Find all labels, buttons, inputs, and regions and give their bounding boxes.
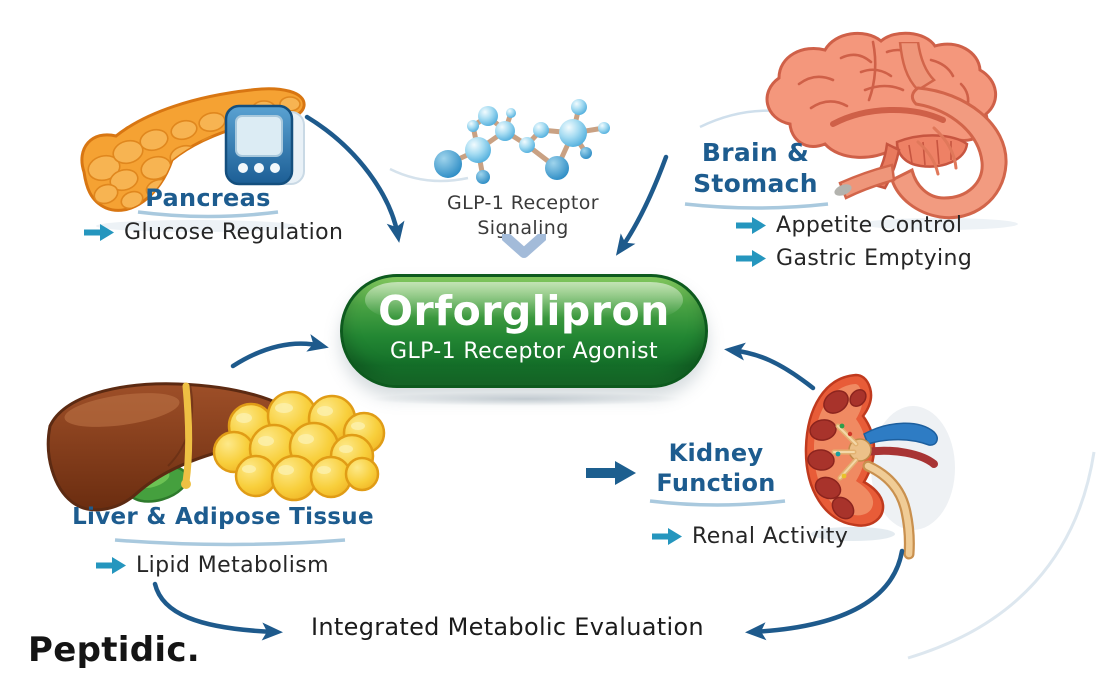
adipose-tissue-illustration xyxy=(212,390,386,502)
brand-logo: Peptidic. xyxy=(28,630,200,670)
gastric-emptying-label: Gastric Emptying xyxy=(776,246,973,271)
bullet-arrow-icon xyxy=(96,557,126,574)
bullet-arrow-icon xyxy=(736,250,766,267)
kidney-illustration xyxy=(804,373,955,560)
pancreas-bullet-label: Glucose Regulation xyxy=(124,220,344,245)
pill-gloss xyxy=(365,282,683,318)
brain-illustration xyxy=(765,31,997,190)
renal-activity-bullet: Renal Activity xyxy=(652,524,848,549)
brain-stomach-title-line1: Brain & xyxy=(701,138,810,167)
pill-subtitle: GLP-1 Receptor Agonist xyxy=(390,339,658,364)
pancreas-bullet: Glucose Regulation xyxy=(84,220,343,245)
arrow-liver-to-pill xyxy=(230,334,329,369)
pill-name: Orforglipron xyxy=(378,287,670,335)
molecule-icon xyxy=(434,99,610,184)
lipid-metabolism-bullet: Lipid Metabolism xyxy=(96,553,329,578)
kidney-function-arrow-icon xyxy=(586,461,636,485)
brain-stomach-title: Brain & Stomach xyxy=(678,137,833,199)
kidney-function-title: Kidney Function xyxy=(642,438,790,498)
lipid-metabolism-label: Lipid Metabolism xyxy=(136,553,329,578)
glucose-meter-icon xyxy=(224,104,305,186)
brain-stomach-title-line2: Stomach xyxy=(693,169,818,198)
bullet-arrow-icon xyxy=(736,217,766,234)
pill-shadow xyxy=(368,392,684,406)
bullet-arrow-icon xyxy=(84,224,114,241)
kidney-title-line1: Kidney xyxy=(668,439,764,467)
kidney-title-line2: Function xyxy=(656,469,776,497)
arrow-liver-to-footer xyxy=(152,581,283,641)
bullet-arrow-icon xyxy=(652,528,682,545)
orforglipron-pill: Orforglipron GLP-1 Receptor Agonist xyxy=(340,274,708,388)
appetite-control-bullet: Appetite Control xyxy=(736,213,962,238)
footer-label: Integrated Metabolic Evaluation xyxy=(311,613,704,641)
chevron-down-icon xyxy=(502,234,546,258)
appetite-control-label: Appetite Control xyxy=(776,213,963,238)
gastric-emptying-bullet: Gastric Emptying xyxy=(736,246,972,271)
stomach-illustration xyxy=(834,42,1018,230)
renal-activity-label: Renal Activity xyxy=(692,524,849,549)
pancreas-title: Pancreas xyxy=(145,184,271,212)
signaling-line1: GLP-1 Receptor xyxy=(446,192,600,214)
liver-adipose-title: Liver & Adipose Tissue xyxy=(72,504,374,530)
